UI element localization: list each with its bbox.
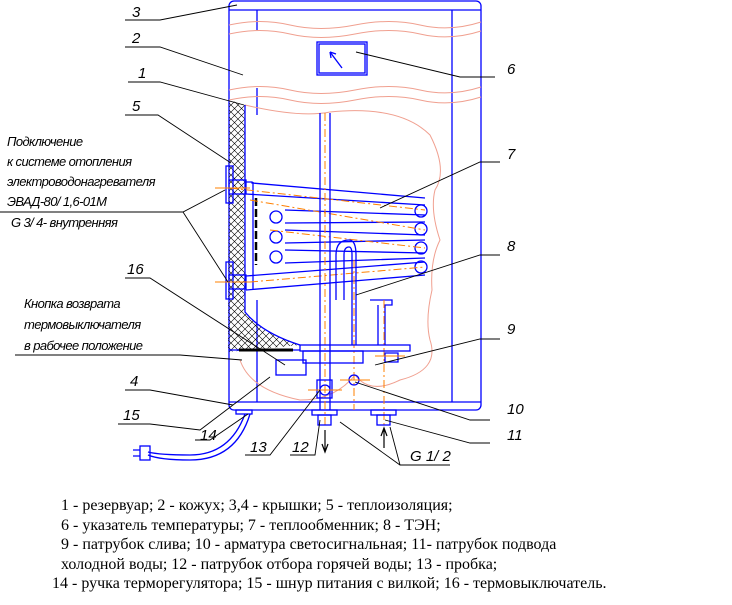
legend: 1 - резервуар; 2 - кожух; 3,4 - крышки; …: [0, 496, 732, 594]
callout-14: 14: [200, 427, 217, 444]
svg-text:к системе отопления: к системе отопления: [7, 154, 132, 169]
svg-text:ЭВАД-80/ 1,6-01М: ЭВАД-80/ 1,6-01М: [7, 194, 107, 209]
svg-text:термовыключателя: термовыключателя: [24, 317, 141, 332]
heating-connectors: [215, 165, 250, 300]
power-cord: [133, 413, 251, 461]
flange: [275, 344, 411, 399]
callout-9: 9: [507, 321, 516, 338]
heat-exchanger: [229, 181, 428, 291]
bottom-pipes: [235, 409, 397, 454]
callout-12: 12: [292, 439, 309, 456]
thread-label: G 1/ 2: [410, 448, 452, 465]
legend-line: 9 - патрубок слива; 10 - арматура светос…: [61, 536, 557, 553]
svg-text:Подключение: Подключение: [7, 134, 83, 149]
callout-6: 6: [507, 61, 516, 78]
svg-text:Кнопка возврата: Кнопка возврата: [24, 296, 120, 311]
reset-button-note: Кнопка возврата термовыключателя в рабоч…: [24, 296, 143, 353]
callout-1: 1: [138, 65, 146, 82]
svg-text:в рабочее положение: в рабочее положение: [24, 338, 143, 353]
callout-11: 11: [507, 427, 523, 444]
svg-text:G 3/ 4- внутренняя: G 3/ 4- внутренняя: [11, 215, 118, 230]
callout-2: 2: [131, 30, 141, 47]
callout-13: 13: [250, 439, 267, 456]
callout-4: 4: [130, 373, 138, 390]
svg-text:электроводонагревателя: электроводонагревателя: [7, 174, 156, 189]
callout-5: 5: [132, 98, 141, 115]
temperature-indicator: [316, 41, 368, 76]
legend-line: холодной воды; 12 - патрубок отбора горя…: [61, 555, 498, 573]
leader-lines: [0, 4, 500, 466]
tank: [239, 104, 441, 401]
heating-element: [319, 113, 393, 425]
legend-line: 1 - резервуар; 2 - кожух; 3,4 - крышки; …: [61, 497, 453, 514]
callout-10: 10: [507, 401, 524, 418]
callout-8: 8: [507, 238, 516, 255]
callout-15: 15: [123, 407, 140, 424]
callout-16: 16: [127, 261, 144, 278]
callout-3: 3: [132, 4, 141, 21]
legend-line: 14 - ручка терморегулятора; 15 - шнур пи…: [52, 575, 607, 592]
break-lines: [228, 21, 482, 104]
callout-7: 7: [507, 146, 516, 163]
heating-connection-note: Подключение к системе отопления электров…: [7, 134, 156, 230]
insulation: [228, 100, 301, 352]
legend-line: 6 - указатель температуры; 7 - теплообме…: [61, 516, 441, 534]
